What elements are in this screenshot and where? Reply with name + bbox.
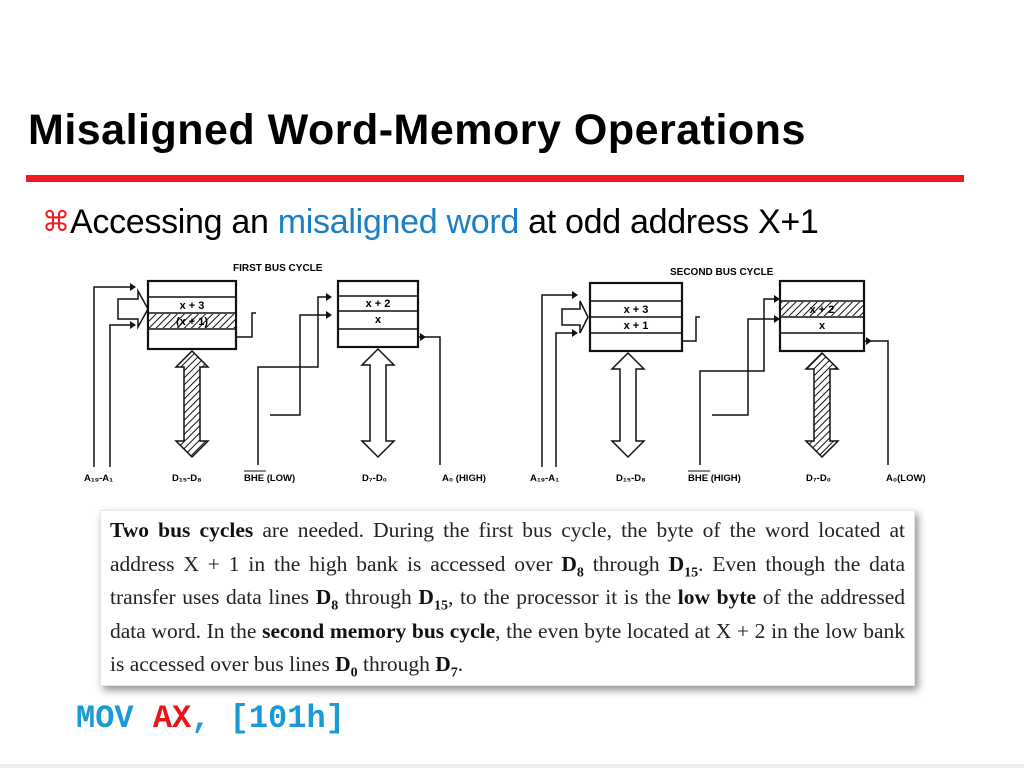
- first-bus-cycle-diagram: FIRST BUS CYCLE x + 3 (x + 1): [80, 255, 520, 495]
- assembly-instruction: MOV AX, [101h]: [76, 700, 345, 737]
- bullet-point: ⌘Accessing an misaligned word at odd add…: [42, 200, 819, 244]
- selected-byte-hatch: [149, 314, 235, 328]
- bottom-edge: [0, 764, 1024, 768]
- memory-cell: x + 3: [180, 300, 205, 312]
- memory-cell: x: [819, 320, 826, 332]
- memory-cell: x + 3: [624, 304, 649, 316]
- second-bus-cycle-diagram: SECOND BUS CYCLE x + 3 x + 1: [524, 255, 964, 495]
- bullet-text-post: at odd address X+1: [518, 203, 819, 241]
- memory-cell: x + 2: [366, 298, 391, 310]
- bank-input-arrow: [117, 288, 149, 330]
- desc-subscript: 8: [331, 598, 339, 614]
- diagram-caption: FIRST BUS CYCLE: [233, 263, 323, 274]
- desc-text: through: [357, 652, 436, 676]
- label-a0: A₀ (HIGH): [442, 473, 486, 484]
- bank-input-arrow: [561, 300, 589, 334]
- label-data-high: D₁₅-D₈: [616, 473, 646, 484]
- a0-line: [418, 336, 441, 465]
- code-register: AX: [152, 700, 192, 737]
- diagram-caption: SECOND BUS CYCLE: [670, 267, 774, 278]
- desc-text: of the addressed data word. In the: [110, 585, 905, 643]
- data-bus-arrow-inactive: [360, 347, 396, 459]
- memory-cell: x + 2: [810, 304, 835, 316]
- slide-title: Misaligned Word-Memory Operations: [28, 106, 806, 154]
- memory-cell: x: [375, 314, 382, 326]
- even-bank-box: [336, 279, 420, 349]
- desc-text: , to the processor it is the: [447, 585, 678, 609]
- second-bus-cycle-svg: SECOND BUS CYCLE x + 3 x + 1: [530, 267, 926, 484]
- desc-text: through: [583, 551, 669, 576]
- desc-bold: D: [668, 551, 685, 576]
- desc-bold: second memory bus cycle: [262, 618, 496, 643]
- a0-line: [864, 340, 889, 465]
- address-arrowhead: [130, 283, 136, 291]
- data-bus-arrow-active: [174, 349, 210, 459]
- desc-bold: D: [335, 652, 351, 676]
- label-data-low: D₇-D₀: [362, 473, 387, 484]
- bhe-line: [257, 296, 328, 465]
- label-address-bus: A₁₉-A₁: [530, 473, 559, 484]
- desc-subscript: 0: [350, 665, 358, 681]
- label-data-low: D₇-D₀: [806, 473, 831, 484]
- address-bus-line: [541, 294, 574, 467]
- code-mnemonic: MOV: [76, 700, 153, 737]
- desc-text: . Even though the data transfer uses dat…: [110, 551, 905, 610]
- desc-subscript: 15: [684, 564, 699, 580]
- label-bhe: BHE (HIGH): [688, 473, 741, 484]
- data-bus-arrow-inactive: [610, 351, 646, 459]
- first-bus-cycle-svg: FIRST BUS CYCLE x + 3 (x + 1): [84, 263, 486, 484]
- desc-bold: D: [561, 551, 577, 576]
- desc-bold: D: [418, 585, 434, 609]
- command-icon: ⌘: [42, 206, 70, 237]
- description-box: Two bus cycles are needed. During the fi…: [100, 510, 915, 686]
- desc-subscript: 7: [450, 665, 458, 681]
- desc-text: through: [338, 585, 419, 609]
- address-arrowhead-2: [130, 321, 136, 329]
- desc-bold: D: [435, 652, 451, 676]
- data-bus-arrow-active: [804, 351, 840, 459]
- description-paragraph: Two bus cycles are needed. During the fi…: [110, 514, 905, 682]
- selected-byte-hatch: [781, 302, 863, 316]
- bullet-highlight: misaligned word: [277, 203, 519, 241]
- memory-cell: x + 1: [624, 320, 649, 332]
- desc-subscript: 8: [576, 564, 584, 580]
- desc-text: , the even byte located at X + 2 in the …: [110, 618, 905, 677]
- address-bus-line: [93, 286, 132, 467]
- desc-subscript: 15: [433, 598, 448, 614]
- label-a0: A₀(LOW): [886, 473, 926, 484]
- address-bus-line-2: [109, 324, 132, 467]
- code-operand: , [101h]: [191, 700, 345, 737]
- desc-text: .: [457, 652, 464, 676]
- bullet-text-pre: Accessing an: [70, 203, 278, 241]
- label-address-bus: A₁₉-A₁: [84, 473, 113, 484]
- desc-bold: D: [315, 585, 332, 609]
- bhe-line: [699, 298, 776, 465]
- label-bhe: BHE (LOW): [244, 473, 295, 484]
- title-divider: [26, 175, 964, 182]
- desc-bold: Two bus cycles: [110, 518, 254, 542]
- label-data-high: D₁₅-D₈: [172, 473, 202, 484]
- desc-bold: low byte: [677, 585, 757, 609]
- memory-cell: (x + 1): [176, 316, 208, 328]
- desc-text: are needed. During the first bus cycle, …: [110, 518, 905, 576]
